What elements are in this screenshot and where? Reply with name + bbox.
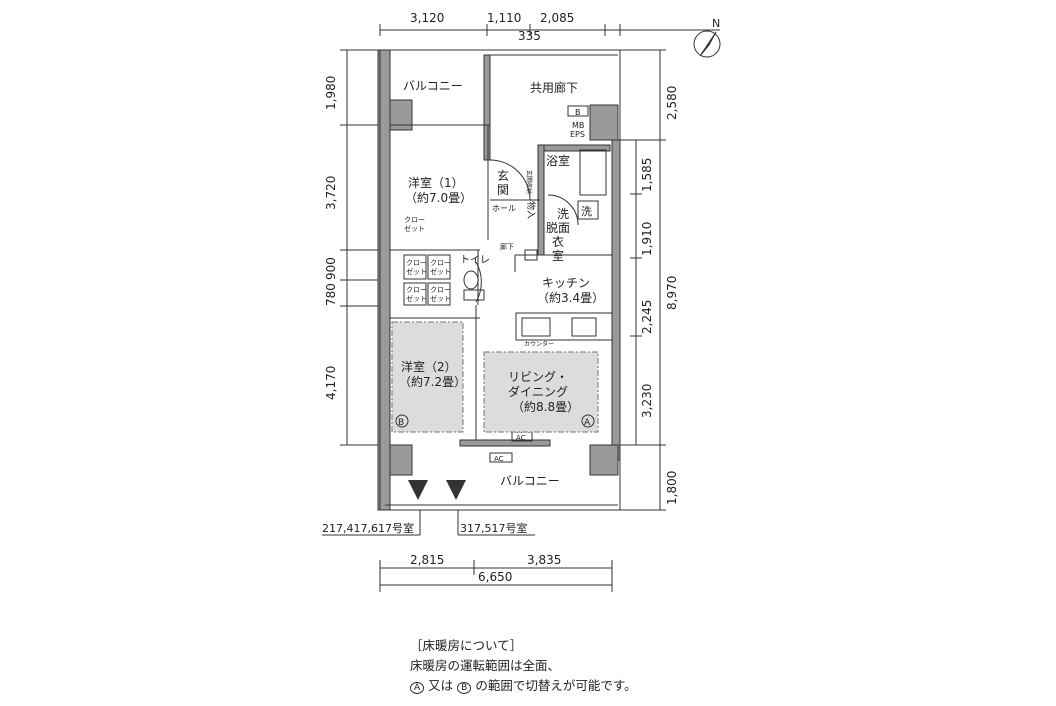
dim-left-5: 4,170 — [324, 366, 338, 400]
closet-label-2: ゼット — [404, 224, 425, 233]
closet-label-a2: ゼット — [406, 267, 427, 276]
closet-label-d: クロー — [430, 286, 451, 294]
counter-label: カウンター — [524, 340, 554, 348]
eps-label: EPS — [570, 130, 585, 139]
closet-label-c2: ゼット — [406, 294, 427, 303]
western1-size: （約7.0畳） — [405, 190, 472, 205]
closet-label-d2: ゼット — [430, 294, 451, 303]
mb-label: MB — [572, 121, 584, 130]
entrance-label-1: 玄 — [497, 168, 509, 183]
mb-box-label: B — [575, 108, 581, 117]
dimension-lines — [322, 24, 720, 592]
dim-right-6: 1,800 — [665, 471, 679, 505]
dim-top-3: 2,085 — [540, 11, 574, 25]
balcony-top-label: バルコニー — [403, 79, 463, 93]
interior-lines — [379, 49, 621, 511]
dim-top-1: 3,120 — [410, 11, 444, 25]
floor-heating-zones — [391, 321, 599, 433]
dim-left-3: 900 — [324, 257, 338, 280]
ac-label-2: AC — [494, 455, 504, 463]
closet-label-c: クロー — [406, 286, 427, 294]
zone-a-area — [483, 351, 599, 433]
closet-label-b: クロー — [430, 259, 451, 267]
zone-a-label: A — [584, 418, 591, 428]
meters — [408, 480, 466, 500]
western1-label: 洋室（1） — [408, 175, 464, 190]
shoe-storage-label: 玄関収納 — [525, 170, 533, 194]
note-end: の範囲で切替えが可能です。 — [475, 678, 637, 693]
entrance-label-2: 関 — [497, 183, 509, 197]
dim-left-4: 780 — [324, 283, 338, 306]
washer-label: 洗 — [581, 205, 592, 218]
hall-label: ホール — [492, 204, 516, 213]
dim-left-1: 1,980 — [324, 76, 338, 110]
dimension-labels: 3,120 1,110 2,085 335 1,980 3,720 900 78… — [322, 11, 679, 584]
closet-label-a: クロー — [406, 259, 427, 267]
corridor-label: 共用廊下 — [530, 80, 578, 95]
storage-label: 物入 — [525, 201, 537, 219]
bath-label: 浴室 — [546, 153, 570, 168]
living-label-2: ダイニング — [508, 384, 568, 399]
note-line-1: 床暖房の運転範囲は全面、 — [410, 658, 561, 673]
western2-size: （約7.2畳） — [399, 374, 466, 389]
ac-label-1: AC — [516, 434, 526, 442]
north-compass-icon — [693, 30, 721, 58]
note-title: ［床暖房について］ — [410, 638, 523, 653]
zone-b-area — [391, 321, 464, 433]
living-size: （約8.8畳） — [512, 399, 579, 414]
living-label-1: リビング・ — [508, 370, 568, 384]
dim-right-1: 2,580 — [665, 86, 679, 120]
zone-b-label: B — [398, 418, 404, 428]
washroom-label-2: 脱面 — [546, 220, 570, 235]
dim-top-2: 1,110 — [487, 11, 521, 25]
dim-top-4: 335 — [518, 29, 541, 43]
unit-label-1: 217,417,617号室 — [322, 521, 414, 535]
dim-bottom-1: 2,815 — [410, 553, 444, 567]
washroom-label-1: 洗 — [557, 207, 569, 221]
note-line-2: A 又は B の範囲で切替えが可能です。 — [410, 676, 637, 698]
walls — [377, 49, 621, 511]
zone-a-marker — [581, 414, 595, 428]
balcony-bottom-label: バルコニー — [500, 474, 560, 488]
zone-b-marker — [395, 414, 409, 428]
kitchen-label: キッチン — [542, 276, 590, 290]
closet-label: クロー — [404, 216, 425, 224]
hallway-label: 廊下 — [500, 242, 514, 251]
north-label: N — [712, 17, 720, 30]
washroom-label-4: 室 — [552, 248, 564, 263]
zone-a-symbol: A — [410, 682, 425, 694]
western2-label: 洋室（2） — [401, 359, 457, 374]
kitchen-size: （約3.4畳） — [537, 290, 604, 305]
dim-right-4: 2,245 — [640, 300, 654, 334]
dim-right-5: 3,230 — [640, 384, 654, 418]
dim-left-2: 3,720 — [324, 176, 338, 210]
dim-bottom-total: 6,650 — [478, 570, 512, 584]
toilet-label: トイレ — [460, 255, 490, 266]
dim-right-3: 1,910 — [640, 222, 654, 256]
closet-label-b2: ゼット — [430, 267, 451, 276]
zone-b-symbol: B — [457, 682, 472, 694]
dim-right-2: 1,585 — [640, 158, 654, 192]
room-labels: バルコニー 共用廊下 B MB EPS 洋室（1） （約7.0畳） クロー ゼッ… — [395, 79, 604, 488]
unit-label-2: 317,517号室 — [460, 521, 528, 535]
washroom-label-3: 衣 — [552, 234, 564, 249]
dim-bottom-2: 3,835 — [527, 553, 561, 567]
note-or: 又は — [428, 678, 454, 693]
dim-right-total: 8,970 — [665, 276, 679, 310]
